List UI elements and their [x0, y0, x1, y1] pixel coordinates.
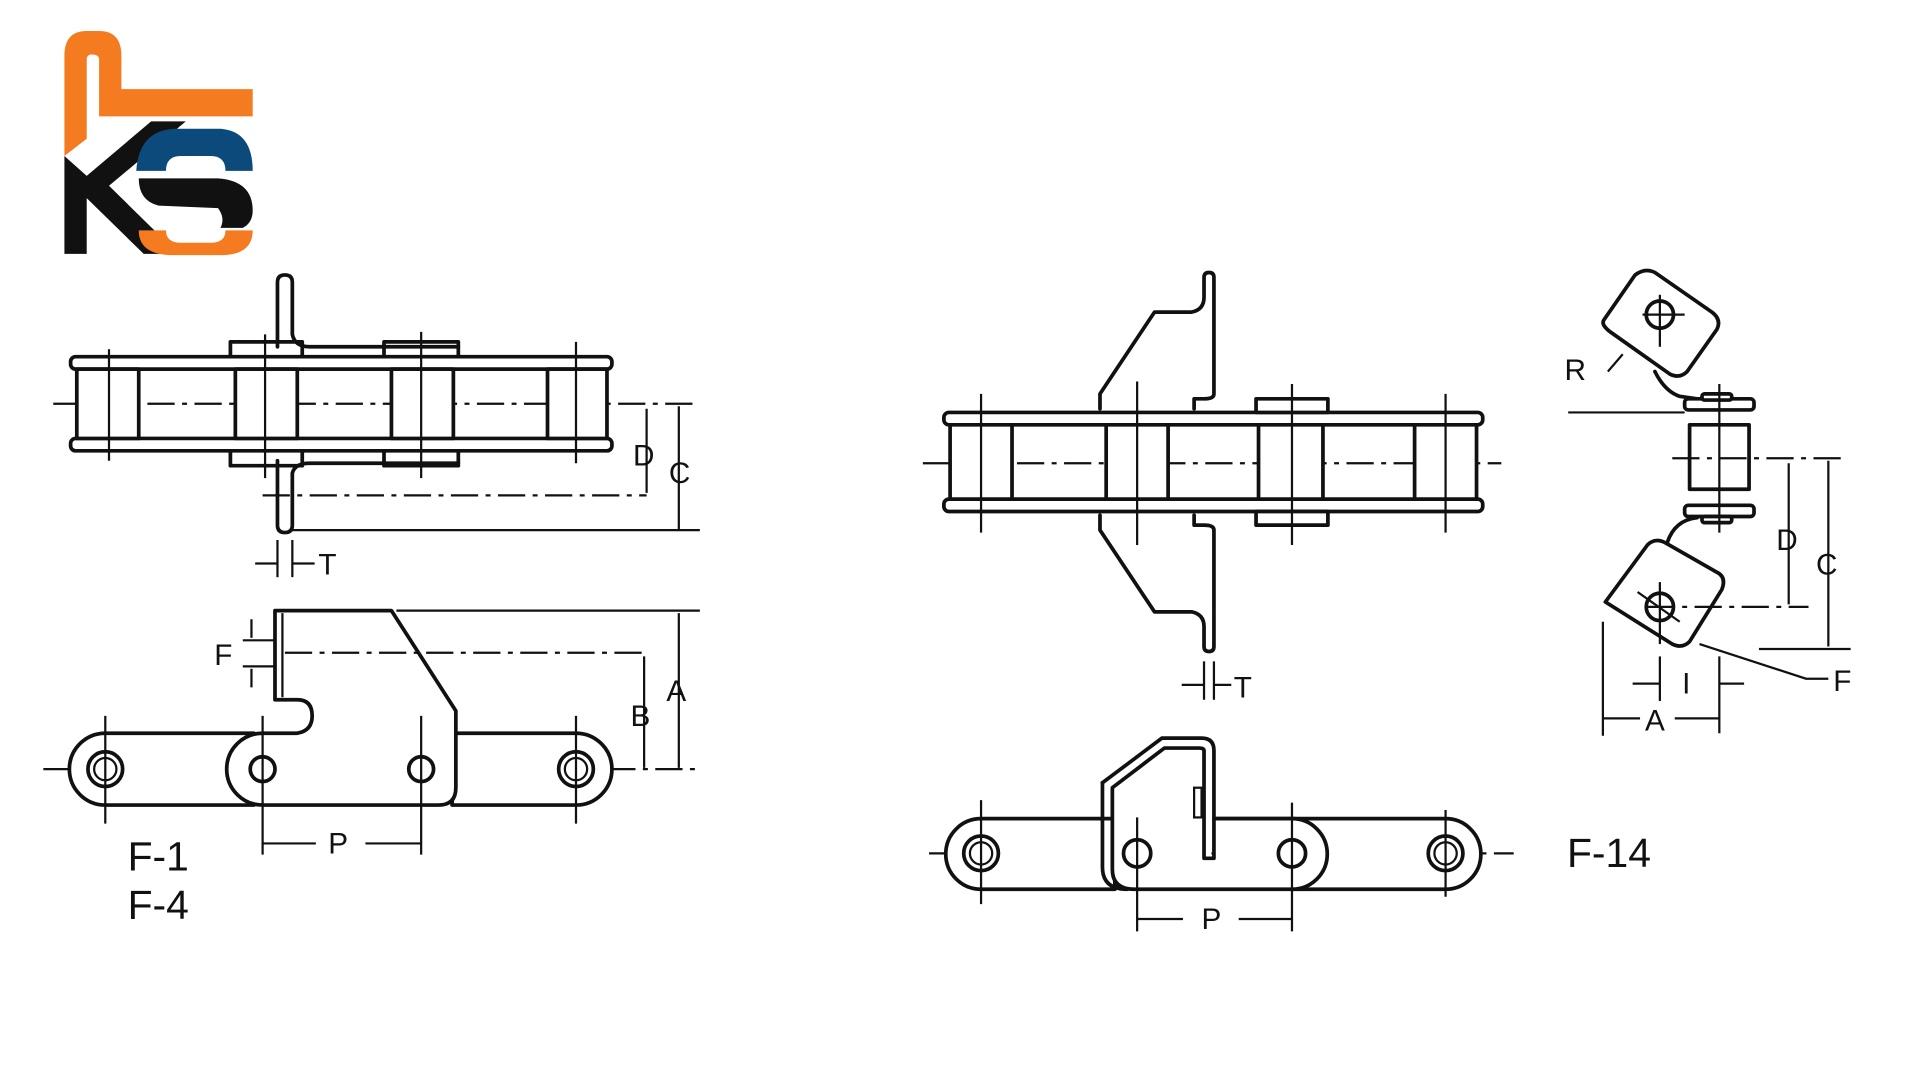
logo-s-bottom-icon: [138, 230, 253, 256]
ks-logo: [64, 30, 253, 256]
right-end-view: R D C F I A: [1564, 268, 1851, 738]
dim-label-p-f14: P: [1202, 903, 1222, 936]
middle-top-view: T: [922, 270, 1502, 704]
middle-side-view: P F-14: [929, 736, 1651, 936]
caption-f1: F-1: [128, 834, 189, 880]
dim-label-b: B: [631, 700, 651, 733]
dim-label-f: F: [214, 639, 232, 672]
dim-label-r: R: [1564, 354, 1585, 387]
dim-label-i: I: [1682, 668, 1690, 701]
dim-label-t: T: [318, 549, 336, 582]
dim-label-d: D: [633, 440, 654, 473]
dim-label-c-end: C: [1816, 549, 1837, 582]
dim-label-p: P: [328, 827, 348, 860]
logo-s-top-icon: [136, 128, 253, 171]
logo-k-icon: [64, 121, 186, 254]
dim-label-a: A: [666, 675, 686, 708]
dim-label-a-end: A: [1645, 705, 1665, 738]
logo-s-middle-icon: [138, 178, 253, 228]
logo-orange-hook-icon: [64, 30, 253, 157]
left-side-view: B A F P F-1 F-4: [43, 608, 700, 928]
caption-f14: F-14: [1567, 830, 1651, 876]
dim-label-d-end: D: [1776, 524, 1797, 557]
dim-label-t-f14: T: [1234, 671, 1252, 704]
left-top-view: D C T: [53, 273, 700, 582]
dim-label-c: C: [669, 457, 690, 490]
caption-f4: F-4: [128, 882, 189, 928]
dim-label-f-end: F: [1833, 665, 1851, 698]
